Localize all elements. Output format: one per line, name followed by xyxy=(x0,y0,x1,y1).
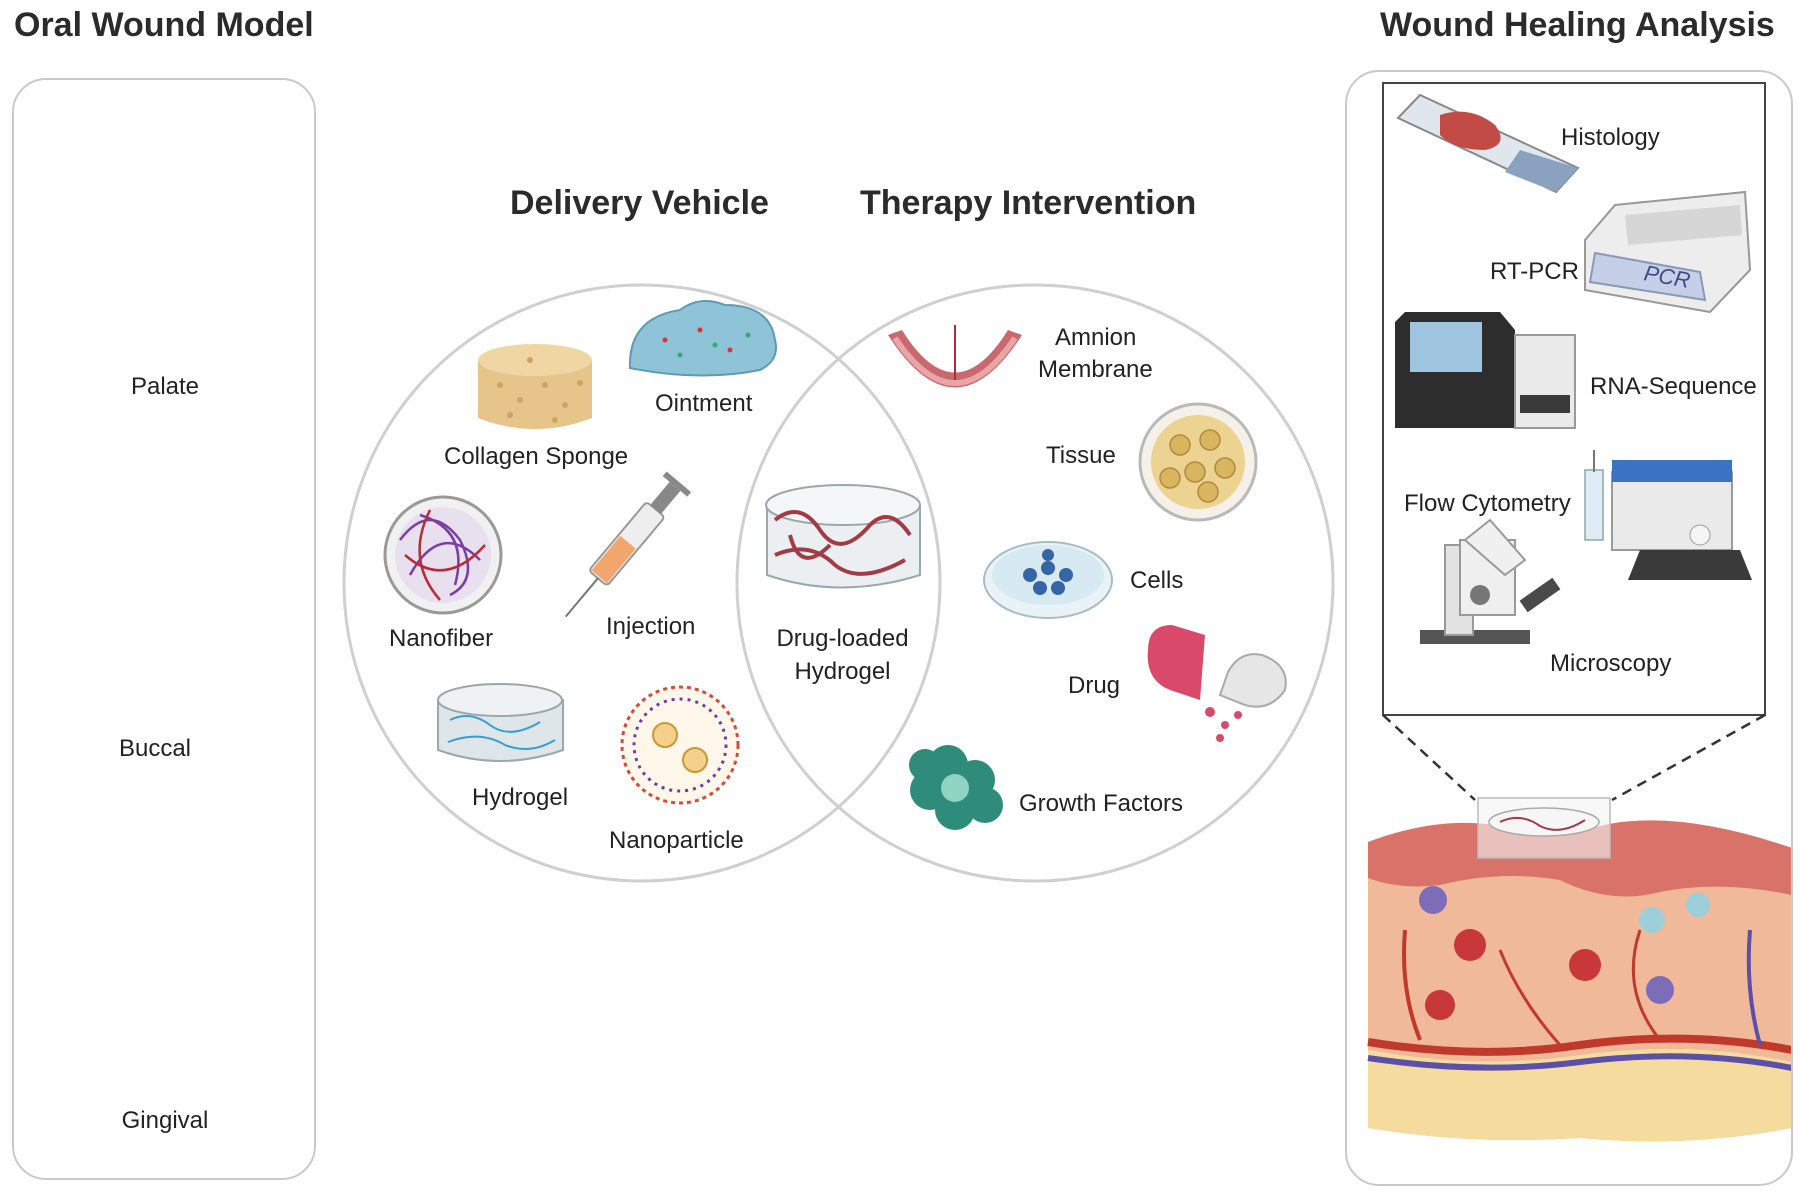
hydrogel-label: Hydrogel xyxy=(472,784,569,811)
injection-icon xyxy=(564,471,692,618)
flow-cytometer-icon xyxy=(1584,450,1752,580)
injection-label: Injection xyxy=(606,613,696,640)
oral-wound-model-panel xyxy=(12,78,316,1180)
rna-sequence-label: RNA-Sequence xyxy=(1590,373,1757,400)
nanoparticle-label: Nanoparticle xyxy=(609,827,744,854)
cells-label: Cells xyxy=(1130,567,1184,594)
microscope-icon xyxy=(1420,518,1561,644)
wound-healing-analysis-title: Wound Healing Analysis xyxy=(1380,6,1775,44)
nanofiber-label: Nanofiber xyxy=(389,625,494,652)
therapy-intervention-circle xyxy=(735,283,1335,883)
skin-wound-illustration xyxy=(1367,797,1793,1142)
rna-sequencer-icon xyxy=(1395,312,1576,429)
pcr-machine-icon xyxy=(1584,190,1752,314)
oral-wound-model-title: Oral Wound Model xyxy=(14,6,314,44)
histology-label: Histology xyxy=(1561,124,1660,151)
wound-healing-analysis-panel xyxy=(1345,70,1793,1186)
palate-label: Palate xyxy=(130,373,200,400)
amnion-label-line2: Membrane xyxy=(1038,356,1153,383)
growth-factors-label: Growth Factors xyxy=(1019,790,1184,817)
therapy-intervention-title: Therapy Intervention xyxy=(860,184,1197,222)
nanoparticle-icon xyxy=(620,685,740,805)
delivery-vehicle-circle xyxy=(342,283,942,883)
nanofiber-icon xyxy=(383,495,503,615)
tissue-label: Tissue xyxy=(1046,442,1116,469)
drug-label: Drug xyxy=(1068,672,1121,699)
growth-factors-icon xyxy=(909,745,1003,830)
rt-pcr-label: RT-PCR xyxy=(1490,258,1579,285)
gingival-label: Gingival xyxy=(121,1107,209,1134)
histology-icon xyxy=(1396,93,1580,194)
drug-loaded-label-line1: Drug-loaded xyxy=(776,625,909,652)
flow-cytometry-label: Flow Cytometry xyxy=(1404,490,1571,517)
drug-loaded-label-line2: Hydrogel xyxy=(794,658,891,685)
buccal-label: Buccal xyxy=(118,735,192,762)
drug-icon xyxy=(1147,625,1287,742)
delivery-vehicle-title: Delivery Vehicle xyxy=(510,184,769,222)
hydrogel-icon xyxy=(437,683,564,762)
ointment-icon xyxy=(628,300,777,377)
collagen-sponge-icon xyxy=(478,344,592,429)
tissue-icon xyxy=(1138,402,1258,522)
amnion-membrane-icon xyxy=(888,325,1022,388)
microscopy-label: Microscopy xyxy=(1550,650,1672,677)
cells-icon xyxy=(983,541,1113,619)
collagen-sponge-label: Collagen Sponge xyxy=(444,443,629,470)
drug-loaded-hydrogel-icon xyxy=(765,484,921,589)
zoom-line-left xyxy=(1382,714,1476,801)
zoom-line-right xyxy=(1611,713,1766,802)
amnion-label-line1: Amnion xyxy=(1055,324,1137,351)
ointment-label: Ointment xyxy=(655,390,753,417)
